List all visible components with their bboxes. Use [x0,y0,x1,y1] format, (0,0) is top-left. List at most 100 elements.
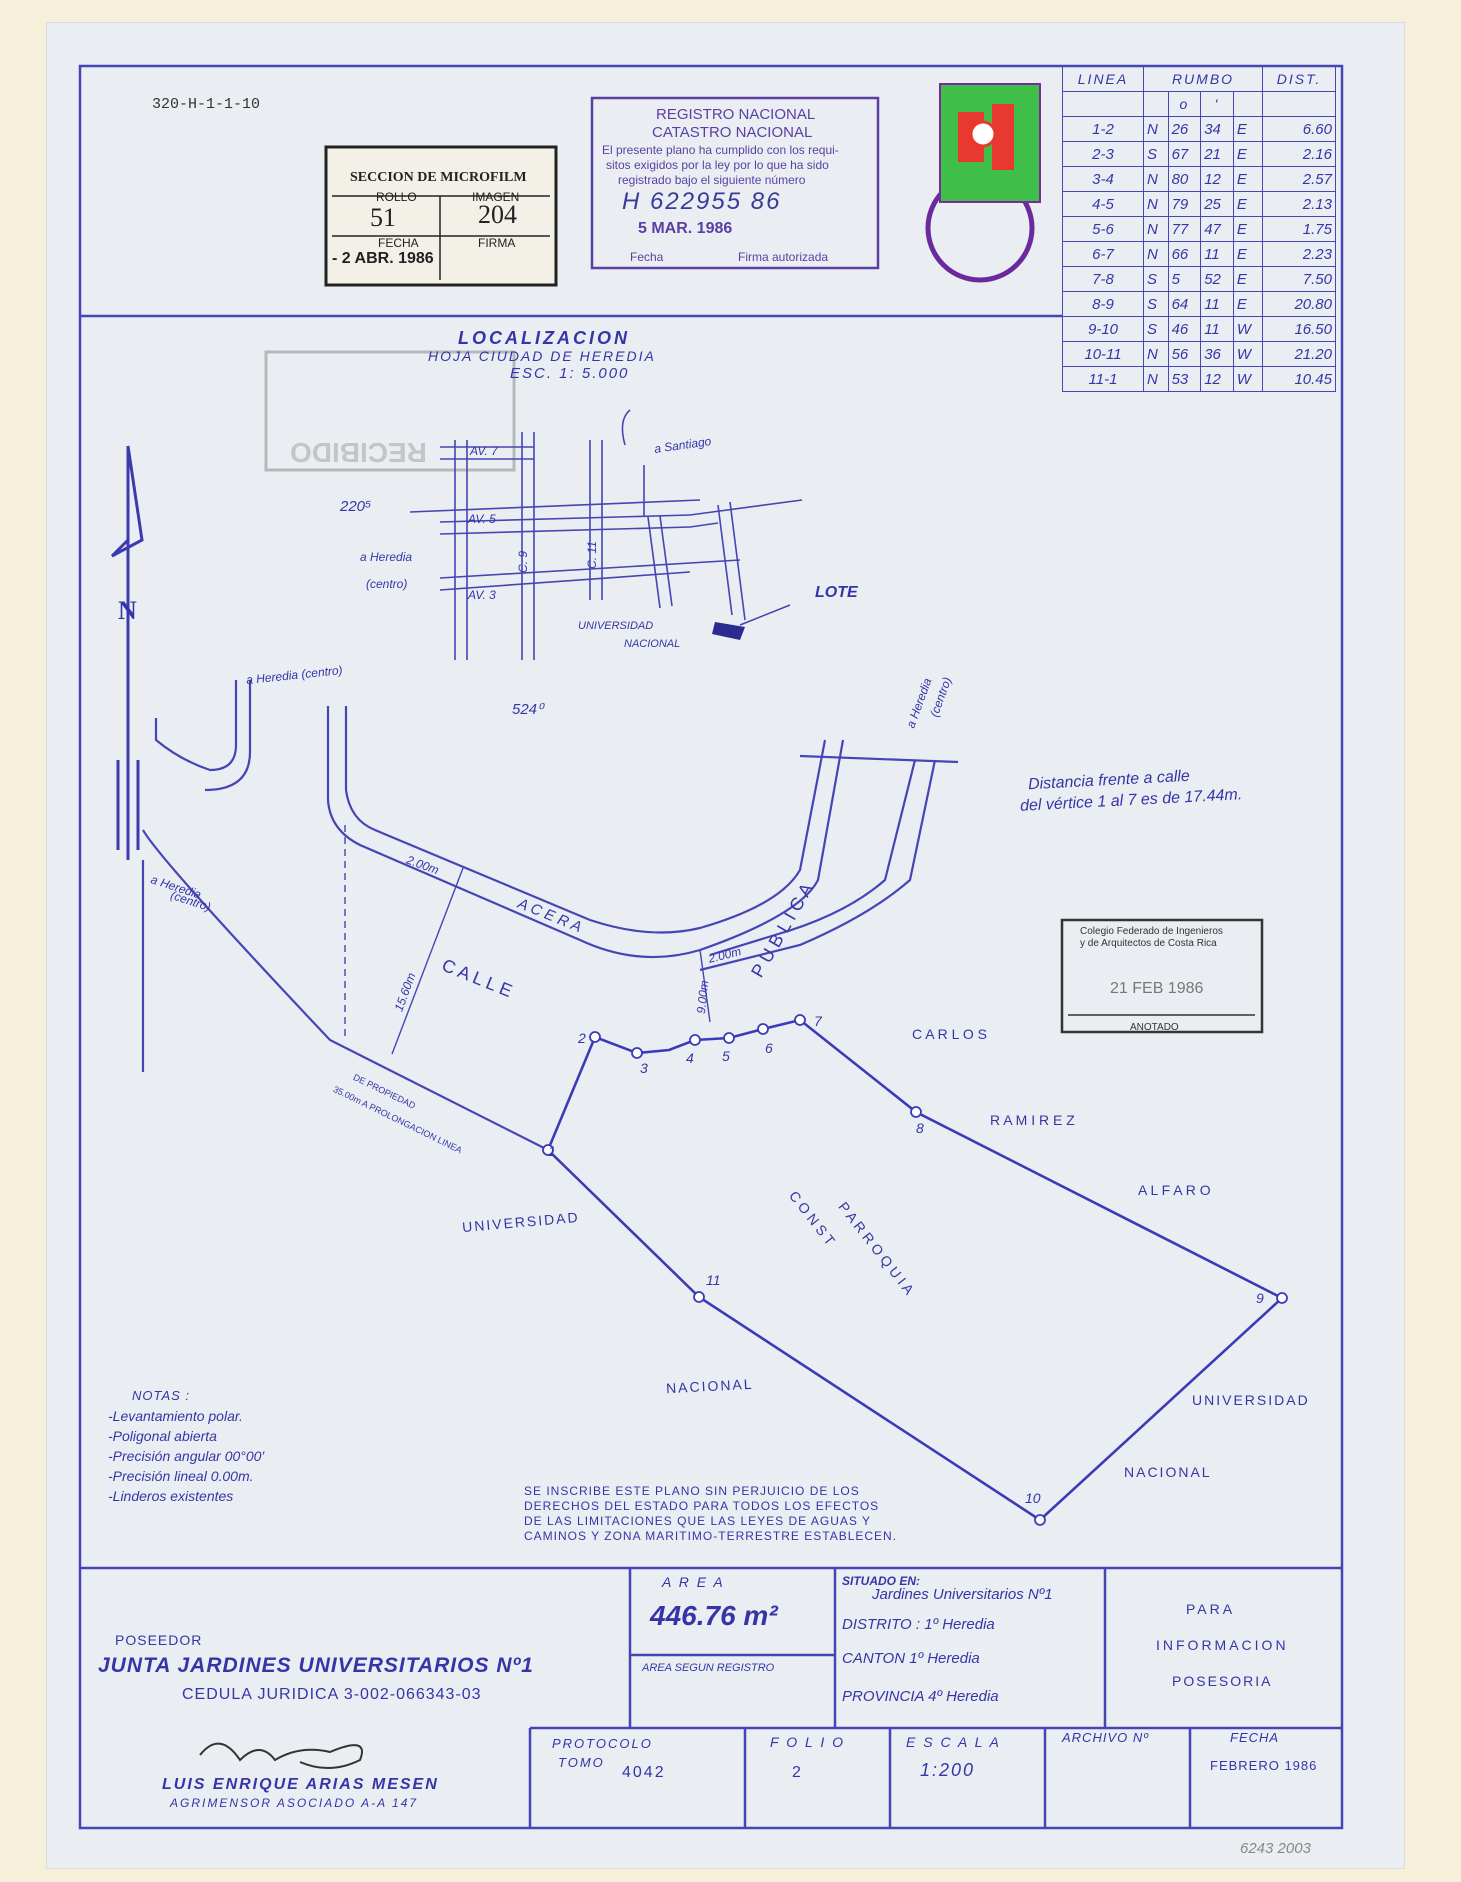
area-value: 446.76 m² [650,1600,778,1631]
vertex-9: 9 [1256,1290,1264,1306]
vertex-1: 1 [548,1143,556,1159]
table-cell: 4-5 [1062,191,1144,217]
folio-label: F O L I O [770,1734,846,1750]
location-map-streets [409,409,803,660]
table-cell: E [1232,191,1264,217]
registro-stamp [590,96,880,270]
table-cell: N [1143,191,1169,217]
archivo-label: ARCHIVO Nº [1062,1730,1149,1745]
table-cell: 46 [1167,316,1202,342]
table-cell: 1-2 [1062,116,1144,142]
table-cell: 11 [1200,316,1234,342]
outer-frame [78,64,1344,1830]
table-cell: 2.57 [1262,166,1336,192]
table-cell: 26 [1167,116,1202,142]
table-cell: 56 [1167,341,1202,367]
table-cell: 6-7 [1062,241,1144,267]
loc-scale: ESC. 1: 5.000 [510,365,630,382]
property-boundary [546,1018,1285,1522]
colegio-line1: Colegio Federado de Ingenieros [1080,926,1223,937]
table-cell: 21.20 [1262,341,1336,367]
table-cell: W [1232,316,1264,342]
table-cell: 7.50 [1262,266,1336,292]
vertex-4: 4 [686,1050,694,1066]
registro-text1: El presente plano ha cumplido con los re… [602,143,839,157]
escala-label: E S C A L A [906,1734,1001,1750]
label-lote: LOTE [815,584,858,601]
table-cell: 1.75 [1262,216,1336,242]
vertex-5: 5 [722,1048,730,1064]
posesoria-label: POSESORIA [1172,1673,1273,1689]
table-cell: 2.13 [1262,191,1336,217]
area-registro-label: AREA SEGUN REGISTRO [642,1662,775,1674]
table-cell: S [1143,291,1169,317]
table-cell: E [1232,116,1264,142]
table-cell: N [1143,341,1169,367]
label-alfaro: A L F A R O [1138,1182,1211,1198]
label-centro: (centro) [366,577,408,591]
label-universidad-right: UNIVERSIDAD [1192,1392,1310,1408]
vertex-7: 7 [814,1013,822,1029]
label-ramirez: R A M I R E Z [990,1112,1075,1128]
table-cell: 66 [1167,241,1202,267]
label-heredia: a Heredia [360,550,413,564]
table-cell: S [1143,141,1169,167]
label-av7: AV. 7 [470,444,498,458]
col-rumbo: RUMBO [1143,66,1263,92]
coord-x: 524⁰ [512,701,544,718]
note-item: -Poligonal abierta [108,1428,217,1444]
vertex-markers [542,1014,1288,1526]
surveyor-title: AGRIMENSOR ASOCIADO A-A 147 [170,1796,419,1810]
table-cell: 11-1 [1062,366,1144,392]
colegio-date: 21 FEB 1986 [1110,980,1204,997]
table-cell: E [1232,141,1264,167]
registro-date: 5 MAR. 1986 [638,220,733,237]
table-cell: 79 [1167,191,1202,217]
disclaimer-line: SE INSCRIBE ESTE PLANO SIN PERJUICIO DE … [524,1484,860,1498]
table-cell: 12 [1200,166,1234,192]
informacion-label: INFORMACION [1156,1637,1289,1653]
imagen-value: 204 [478,200,517,229]
label-universidad-loc: UNIVERSIDAD [578,620,654,632]
table-cell: 5-6 [1062,216,1144,242]
table-cell: 67 [1167,141,1202,167]
label-av3: AV. 3 [468,588,496,602]
para-label: PARA [1186,1601,1236,1617]
table-cell: N [1143,241,1169,267]
lote-marker [712,622,745,640]
sheet-code: 320-H-1-1-10 [152,96,261,113]
situado-value: Jardines Universitarios Nº1 [872,1586,1053,1603]
registro-firma-label: Firma autorizada [738,250,829,264]
note-item: -Levantamiento polar. [108,1408,243,1424]
situado-label: SITUADO EN: [842,1574,920,1588]
microfilm-stamp [324,145,558,287]
table-cell: E [1232,166,1264,192]
folio-value: 2 [792,1764,801,1781]
disclaimer-line: DE LAS LIMITACIONES QUE LAS LEYES DE AGU… [524,1514,871,1528]
label-carlos: C A R L O S [912,1026,987,1042]
table-cell: 64 [1167,291,1202,317]
table-cell: 6.60 [1262,116,1336,142]
rollo-value: 51 [370,203,396,232]
protocolo-label: PROTOCOLO [552,1736,653,1751]
table-cell: N [1143,166,1169,192]
table-cell: 80 [1167,166,1202,192]
table-cell: N [1143,116,1169,142]
disclaimer-line: DERECHOS DEL ESTADO PARA TODOS LOS EFECT… [524,1499,880,1513]
label-c9: C. 9 [516,550,531,574]
table-cell: E [1232,291,1264,317]
registro-fecha-label: Fecha [630,250,664,264]
subheader-min: ' [1200,91,1234,117]
microfilm-date: - 2 ABR. 1986 [332,250,434,267]
street-lines [141,680,959,1151]
table-cell: 2-3 [1062,141,1144,167]
table-cell: 16.50 [1262,316,1336,342]
footer-note: 6243 2003 [1240,1840,1311,1857]
